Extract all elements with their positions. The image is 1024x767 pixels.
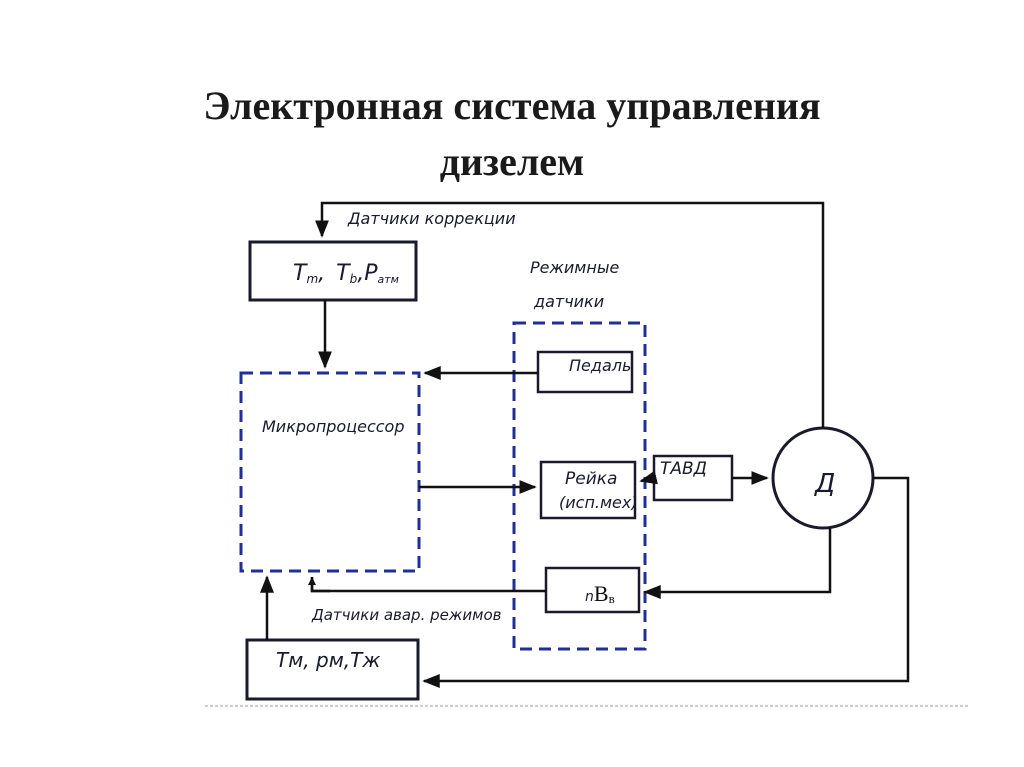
rack-label-2: (исп.мех): [559, 493, 638, 512]
engine-label: Д: [814, 469, 835, 499]
correction-box-text: Tm, Tb,Pатм: [293, 261, 399, 286]
connector-engine-to-speed: [643, 528, 832, 599]
mode-sensors-label-1: Режимные: [530, 258, 619, 277]
microprocessor-box: [239, 371, 421, 573]
rack-label-1: Рейка: [565, 469, 617, 489]
correction-sensors-label: Датчики коррекции: [347, 209, 516, 228]
connector-engine-to-emergency: [422, 476, 910, 688]
microprocessor-label: Микропроцессор: [262, 417, 405, 436]
speed-sensor-text: nBв: [585, 581, 615, 606]
pedal-label: Педаль: [569, 356, 631, 375]
correction-sensors-box: [248, 240, 418, 302]
rack-box: [539, 460, 637, 520]
emergency-sensors-label: Датчики авар. режимов: [311, 606, 502, 624]
tavd-label: ТАВД: [660, 459, 707, 479]
connector-engine-to-correction: [315, 201, 825, 428]
mode-sensors-label-2: датчики: [533, 292, 604, 311]
title-line-2: дизелем: [439, 139, 585, 184]
title-line-1: Электронная система управления: [203, 83, 821, 128]
emergency-box-text: Tм, pм,Tж: [276, 648, 380, 672]
connector-rack-tavd: [639, 470, 658, 485]
connector-speed-to-microprocessor: [310, 577, 546, 593]
emergency-sensors-box: [245, 638, 420, 701]
